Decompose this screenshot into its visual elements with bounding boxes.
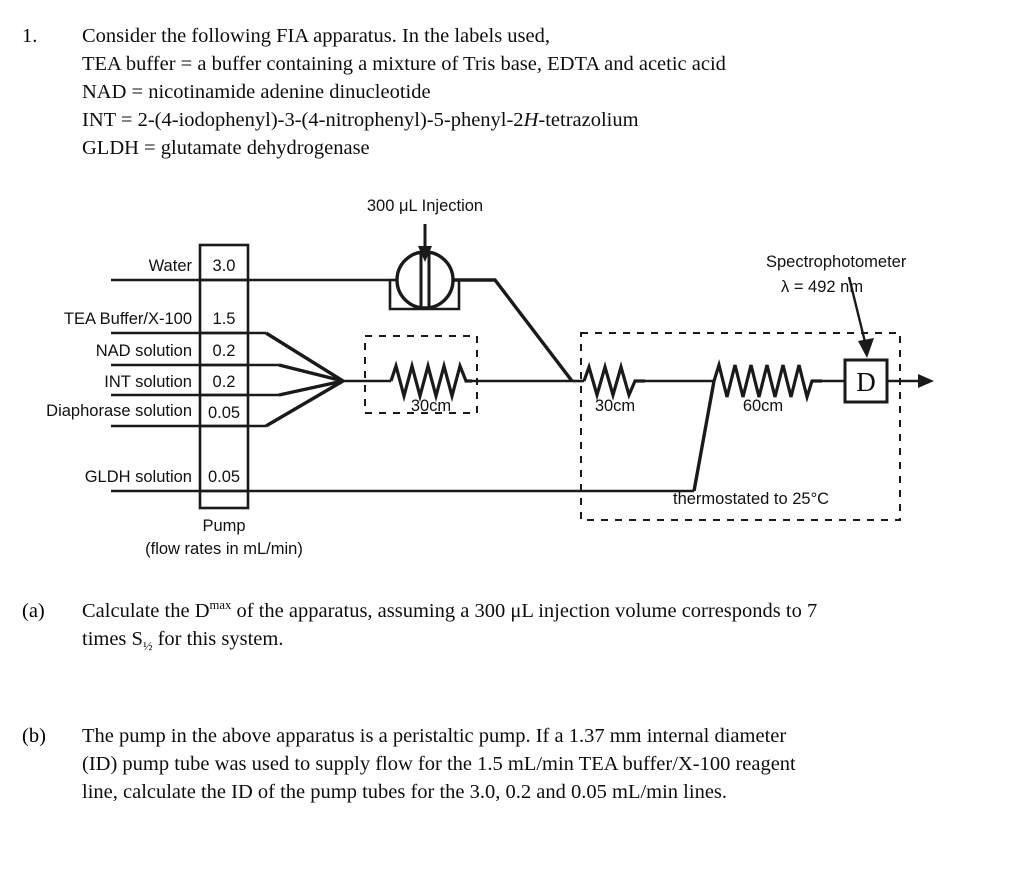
detector-letter: D xyxy=(856,367,876,397)
fia-apparatus-diagram: D Water TEA Buffer/X-100 NAD solution IN… xyxy=(0,186,1024,566)
int-prefix: INT = 2-(4-iodophenyl)-3-(4-nitrophenyl)… xyxy=(82,109,524,131)
flow-rate-diaphorase: 0.05 xyxy=(207,404,241,422)
intro-line-3: NAD = nicotinamide adenine dinucleotide xyxy=(82,81,431,103)
part-a-marker: (a) xyxy=(22,600,45,622)
coil-30cm-first xyxy=(389,359,472,403)
merge-line-tea xyxy=(265,331,344,383)
part-b-line-1: The pump in the above apparatus is a per… xyxy=(82,725,787,747)
merge-line-diaphorase xyxy=(265,379,344,428)
part-a-l1-sup: max xyxy=(209,598,232,613)
int-suffix: -tetrazolium xyxy=(538,109,639,131)
reagent-label-water: Water xyxy=(148,257,192,275)
injection-label: 300 μL Injection xyxy=(366,197,484,215)
part-a-line-2: times S½ for this system. xyxy=(82,625,817,653)
spectrophotometer-wavelength: λ = 492 nm xyxy=(781,278,864,296)
merge-line-int xyxy=(278,379,344,397)
part-b-line-3: line, calculate the ID of the pump tubes… xyxy=(82,781,728,803)
pump-caption-subtitle: (flow rates in mL/min) xyxy=(145,540,303,558)
reagent-label-int: INT solution xyxy=(104,373,192,391)
int-italic-h: H xyxy=(523,109,539,131)
thermostat-label: thermostated to 25°C xyxy=(673,490,830,508)
coil-label-60cm: 60cm xyxy=(742,397,784,415)
coil1-dashed-box xyxy=(364,335,478,414)
part-b-body: The pump in the above apparatus is a per… xyxy=(82,722,796,806)
question-number: 1. xyxy=(22,25,38,47)
outlet-arrowhead xyxy=(918,374,934,388)
intro-line-1: Consider the following FIA apparatus. In… xyxy=(82,25,550,47)
part-b-line-2: (ID) pump tube was used to supply flow f… xyxy=(82,753,796,775)
part-b-marker: (b) xyxy=(22,725,46,747)
part-a-l1-pre: Calculate the D xyxy=(82,600,210,622)
merge-line-nad xyxy=(278,363,344,383)
intro-line-2: TEA buffer = a buffer containing a mixtu… xyxy=(82,53,726,75)
part-a-l2-pre: times S xyxy=(82,628,143,650)
part-a-line-1: Calculate the Dmax of the apparatus, ass… xyxy=(82,597,817,625)
reagent-label-diaphorase: Diaphorase solution xyxy=(46,402,192,420)
gldh-line-diagonal xyxy=(692,380,716,492)
coil-30cm-second xyxy=(582,361,645,401)
pump-table-outline xyxy=(198,243,250,510)
spectrophotometer-arrow-shaft xyxy=(847,276,868,347)
reagent-label-tea: TEA Buffer/X-100 xyxy=(63,310,192,328)
part-a-l2-post: for this system. xyxy=(152,628,284,650)
injection-arrowhead xyxy=(418,246,432,262)
part-a-body: Calculate the Dmax of the apparatus, ass… xyxy=(82,597,817,653)
flow-rate-gldh: 0.05 xyxy=(207,468,241,486)
water-line-after-valve xyxy=(453,278,574,383)
intro-line-int: INT = 2-(4-iodophenyl)-3-(4-nitrophenyl)… xyxy=(82,106,726,134)
reagent-label-nad: NAD solution xyxy=(95,342,192,360)
intro-line-5: GLDH = glutamate dehydrogenase xyxy=(82,137,370,159)
spectrophotometer-arrowhead xyxy=(858,338,874,358)
part-a-l2-sub: ½ xyxy=(142,639,153,654)
part-a-l1-post: of the apparatus, assuming a 300 μL inje… xyxy=(231,600,818,622)
flow-rate-water: 3.0 xyxy=(212,257,236,275)
pump-caption-title: Pump xyxy=(202,517,246,535)
spectrophotometer-label: Spectrophotometer xyxy=(766,253,907,271)
flow-rate-int: 0.2 xyxy=(212,373,236,391)
question-intro: Consider the following FIA apparatus. In… xyxy=(82,22,726,162)
coil-label-30cm-second: 30cm xyxy=(594,397,636,415)
apparatus-svg: D xyxy=(111,224,934,521)
coil-60cm xyxy=(712,359,822,403)
coil-label-30cm-first: 30cm xyxy=(410,397,452,415)
flow-rate-nad: 0.2 xyxy=(212,342,236,360)
flow-rate-tea: 1.5 xyxy=(212,310,236,328)
reagent-label-gldh: GLDH solution xyxy=(84,468,192,486)
thermostat-dashed-box xyxy=(580,332,901,521)
